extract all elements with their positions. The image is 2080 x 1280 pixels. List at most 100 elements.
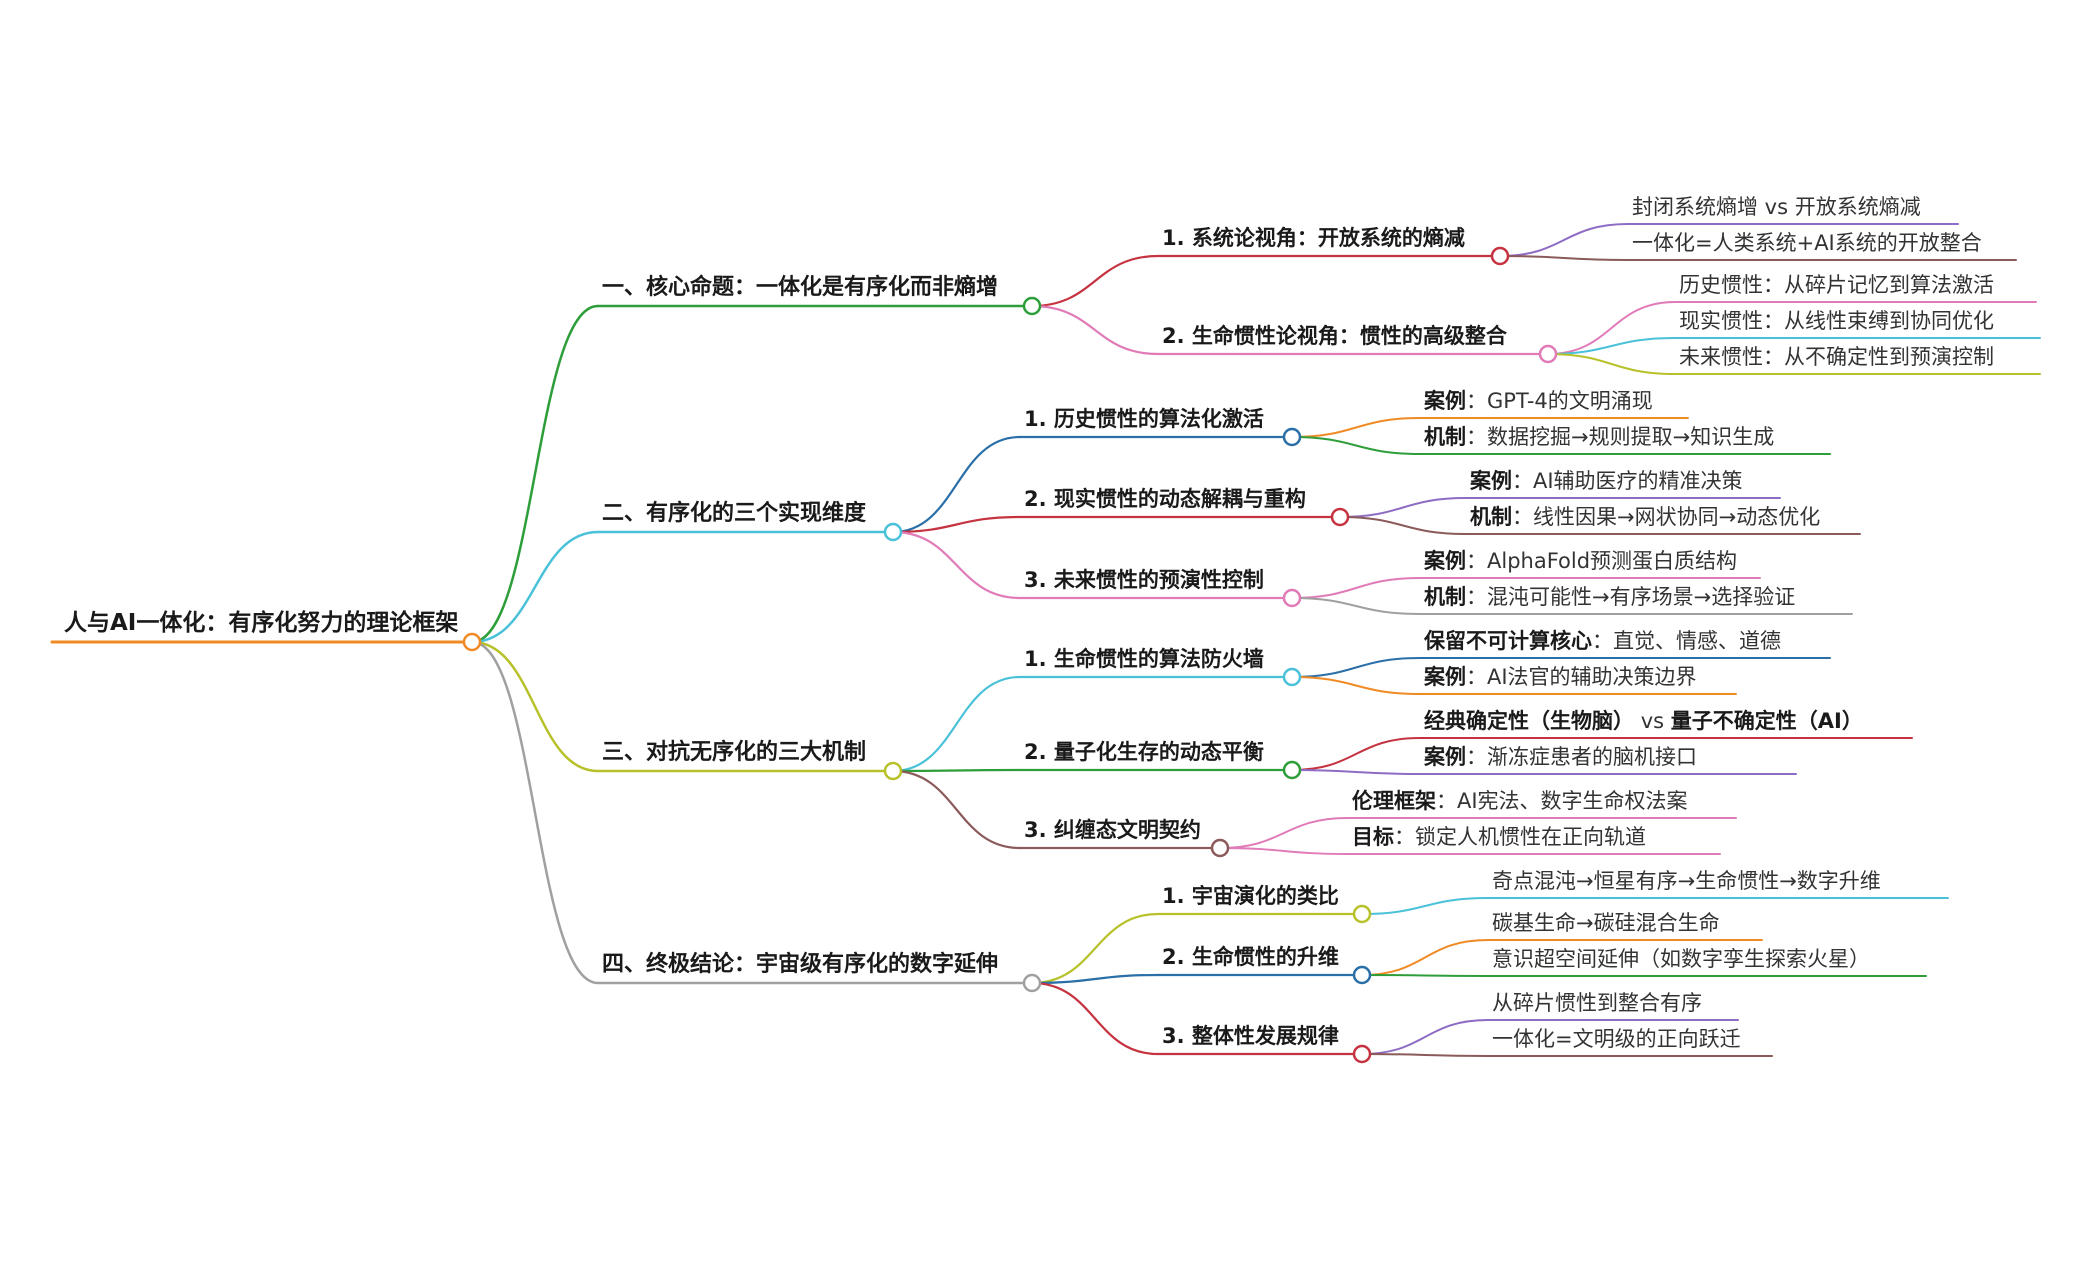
leaf-text-part: 线性因果→网状协同→动态优化 xyxy=(1533,505,1820,529)
leaf-label: 机制：混沌可能性→有序场景→选择验证 xyxy=(1424,585,1795,609)
leaf-text-part: 案例 xyxy=(1423,665,1466,689)
leaf-text-part: 一体化=人类系统+AI系统的开放整合 xyxy=(1632,231,1982,255)
leaf-text-part: 锁定人机惯性在正向轨道 xyxy=(1415,825,1646,849)
branch-connector xyxy=(471,304,599,644)
leaf-text-part: 一体化=文明级的正向跃迁 xyxy=(1492,1027,1741,1051)
branch-label: 一、核心命题：一体化是有序化而非熵增 xyxy=(602,274,998,300)
topic-connector xyxy=(892,675,1021,773)
topic-collapse-knob[interactable] xyxy=(1538,344,1558,364)
leaf-connector xyxy=(1499,223,1629,257)
topic-collapse-knob[interactable] xyxy=(1282,427,1302,447)
topic-connector xyxy=(1031,304,1159,356)
leaf-text-part: 封闭系统熵增 vs 开放系统熵减 xyxy=(1632,195,1921,219)
leaf-connector xyxy=(1291,577,1421,599)
branch-connector xyxy=(471,640,599,773)
topic-connector xyxy=(892,435,1021,534)
leaf-text-part: vs xyxy=(1641,709,1664,733)
leaf-text-part: 未来惯性：从不确定性到预演控制 xyxy=(1679,345,1994,369)
leaf-text-part: 奇点混沌→恒星有序→生命惯性→数字升维 xyxy=(1492,869,1881,893)
leaf-label: 封闭系统熵增 vs 开放系统熵减 xyxy=(1632,195,1921,219)
leaf-text-part: 机制 xyxy=(1424,425,1466,449)
leaf-label: 伦理框架：AI宪法、数字生命权法案 xyxy=(1352,789,1688,813)
leaf-connector xyxy=(1547,337,1676,355)
leaf-connector xyxy=(1291,436,1421,455)
topic-label: 3. 未来惯性的预演性控制 xyxy=(1024,568,1264,592)
leaf-text-part: 案例 xyxy=(1423,389,1466,413)
topic-connector xyxy=(1031,981,1159,1056)
leaf-text-part: 数据挖掘→规则提取→知识生成 xyxy=(1487,425,1774,449)
leaf-connector xyxy=(1291,417,1421,438)
leaf-connector xyxy=(1291,737,1421,771)
leaf-label: 历史惯性：从碎片记忆到算法激活 xyxy=(1679,273,1994,297)
leaf-text-part: 碳基生命→碳硅混合生命 xyxy=(1492,911,1720,935)
leaf-label: 一体化=文明级的正向跃迁 xyxy=(1492,1027,1741,1051)
topic-label: 2. 量子化生存的动态平衡 xyxy=(1024,740,1264,764)
leaf-label: 从碎片惯性到整合有序 xyxy=(1492,991,1702,1015)
leaf-label: 案例：渐冻症患者的脑机接口 xyxy=(1423,745,1697,769)
leaf-text-part: AI法官的辅助决策边界 xyxy=(1487,665,1697,689)
leaf-text-part: 目标 xyxy=(1352,825,1394,849)
leaf-connector xyxy=(1547,301,1676,355)
leaf-text-part: 经典确定性（生物脑） xyxy=(1424,709,1634,733)
leaf-connector xyxy=(1499,255,1629,261)
leaf-label: 案例：AI法官的辅助决策边界 xyxy=(1423,665,1697,689)
topic-collapse-knob[interactable] xyxy=(1282,760,1302,780)
leaf-connector xyxy=(1291,657,1421,678)
leaf-text-part: 案例 xyxy=(1423,745,1466,769)
leaf-label: 目标：锁定人机惯性在正向轨道 xyxy=(1352,825,1646,849)
topic-label: 2. 现实惯性的动态解耦与重构 xyxy=(1024,487,1306,511)
topic-connector xyxy=(892,515,1021,534)
leaf-connector xyxy=(1291,769,1421,775)
leaf-text-part: 保留不可计算核心 xyxy=(1423,629,1592,653)
leaf-connector xyxy=(1361,974,1489,977)
leaf-connector xyxy=(1219,847,1349,855)
leaf-text-part: AI宪法、数字生命权法案 xyxy=(1457,789,1688,813)
topic-collapse-knob[interactable] xyxy=(1282,588,1302,608)
leaf-text-part: 混沌可能性→有序场景→选择验证 xyxy=(1487,585,1795,609)
topic-connector xyxy=(892,768,1021,773)
topic-collapse-knob[interactable] xyxy=(1330,507,1350,527)
leaf-label: 保留不可计算核心：直觉、情感、道德 xyxy=(1423,629,1781,653)
branch-label: 二、有序化的三个实现维度 xyxy=(602,500,867,526)
branch-connector xyxy=(471,640,599,985)
leaf-label: 案例：GPT-4的文明涌现 xyxy=(1423,389,1653,413)
leaf-text-part: 案例 xyxy=(1423,549,1466,573)
leaf-connector xyxy=(1339,516,1467,535)
topic-label: 1. 生命惯性的算法防火墙 xyxy=(1024,647,1264,671)
leaf-text-part: AI辅助医疗的精准决策 xyxy=(1533,469,1743,493)
branch-collapse-knob[interactable] xyxy=(883,522,903,542)
branch-collapse-knob[interactable] xyxy=(883,761,903,781)
leaf-text-part: GPT-4的文明涌现 xyxy=(1487,389,1653,413)
topic-collapse-knob[interactable] xyxy=(1490,246,1510,266)
topic-label: 1. 历史惯性的算法化激活 xyxy=(1024,407,1264,431)
leaf-text-part: 机制 xyxy=(1470,505,1512,529)
leaf-text-part: 量子不确定性（AI） xyxy=(1671,709,1863,733)
topic-label: 2. 生命惯性论视角：惯性的高级整合 xyxy=(1162,324,1508,348)
leaf-text-part: 现实惯性：从线性束缚到协同优化 xyxy=(1679,309,1994,333)
leaf-text-part: 直觉、情感、道德 xyxy=(1613,629,1781,653)
root-collapse-knob[interactable] xyxy=(462,632,482,652)
leaf-label: 现实惯性：从线性束缚到协同优化 xyxy=(1679,309,1994,333)
topic-connector xyxy=(1031,912,1159,985)
leaf-text-part: 案例 xyxy=(1469,469,1512,493)
leaf-connector xyxy=(1291,676,1421,695)
branch-collapse-knob[interactable] xyxy=(1022,973,1042,993)
leaf-text-part: 伦理框架 xyxy=(1352,789,1436,813)
topic-collapse-knob[interactable] xyxy=(1352,904,1372,924)
topic-collapse-knob[interactable] xyxy=(1352,965,1372,985)
branch-connector xyxy=(471,530,599,644)
leaf-text-part: 机制 xyxy=(1424,585,1466,609)
leaf-label: 意识超空间延伸（如数字孪生探索火星） xyxy=(1492,947,1870,971)
leaf-connector xyxy=(1361,1019,1489,1055)
leaf-connector xyxy=(1547,353,1676,375)
leaf-connector xyxy=(1361,1053,1489,1057)
topic-collapse-knob[interactable] xyxy=(1352,1044,1372,1064)
topic-collapse-knob[interactable] xyxy=(1282,667,1302,687)
topic-collapse-knob[interactable] xyxy=(1210,838,1230,858)
branch-label: 三、对抗无序化的三大机制 xyxy=(602,739,866,765)
leaf-label: 碳基生命→碳硅混合生命 xyxy=(1492,911,1720,935)
leaf-text-part: AlphaFold预测蛋白质结构 xyxy=(1487,549,1737,573)
topic-connector xyxy=(892,530,1021,600)
branch-collapse-knob[interactable] xyxy=(1022,296,1042,316)
